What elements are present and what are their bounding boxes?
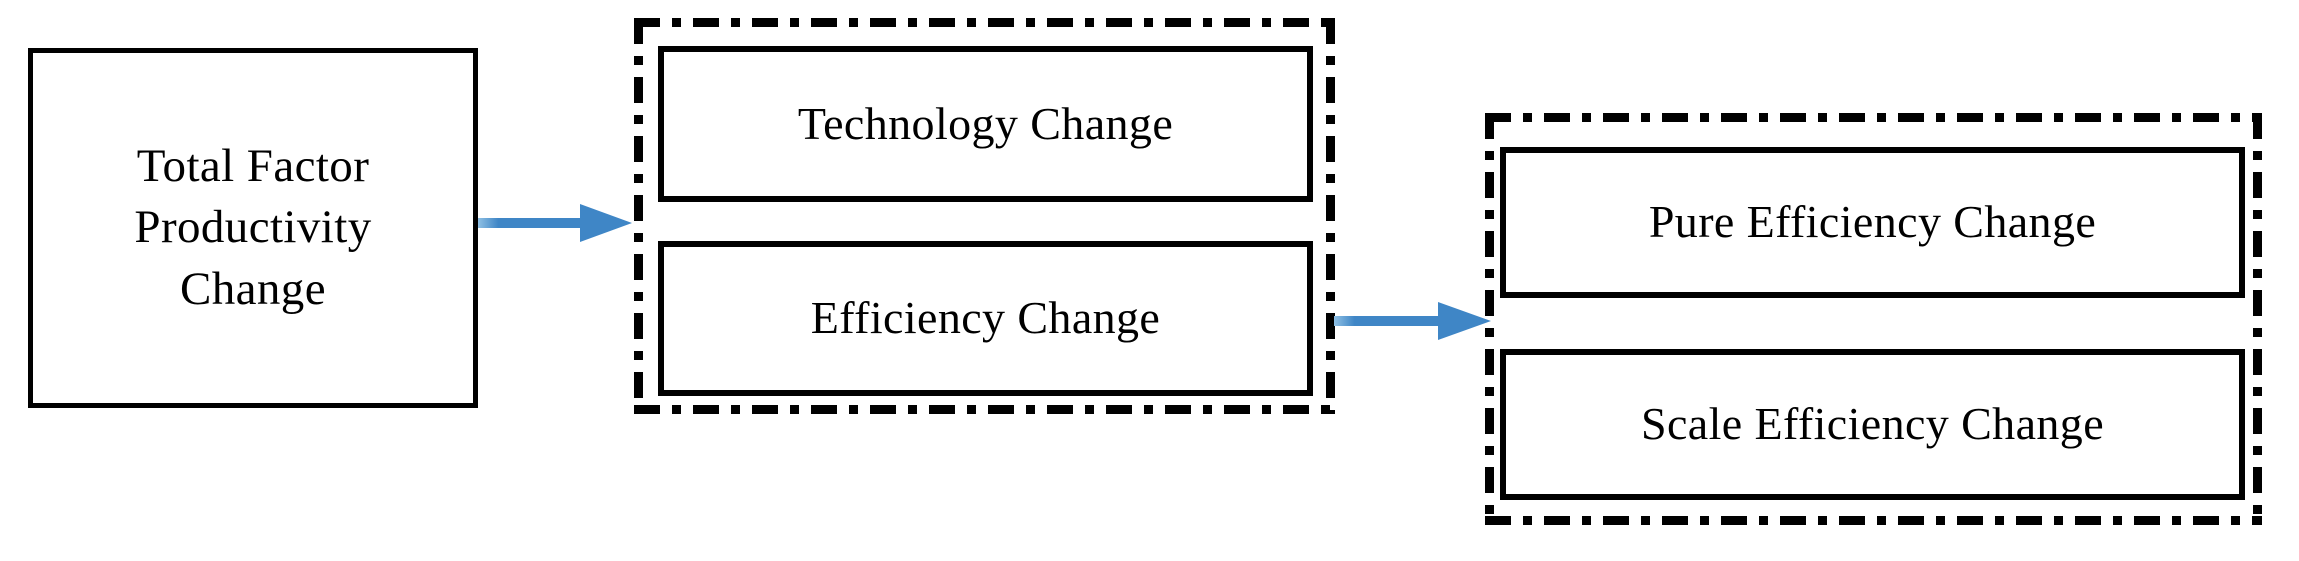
node-label-total-factor-productivity-change: Total Factor Productivity Change <box>134 140 372 315</box>
node-label-efficiency-change: Efficiency Change <box>810 292 1161 344</box>
arrow-root-to-middle-group <box>476 196 638 250</box>
node-pure-efficiency-change[interactable]: Pure Efficiency Change <box>1500 147 2245 298</box>
node-scale-efficiency-change[interactable]: Scale Efficiency Change <box>1500 349 2245 500</box>
node-efficiency-change[interactable]: Efficiency Change <box>658 241 1313 396</box>
node-label-technology-change: Technology Change <box>797 97 1174 149</box>
node-total-factor-productivity-change[interactable]: Total Factor Productivity Change <box>28 48 478 408</box>
node-technology-change[interactable]: Technology Change <box>658 46 1313 202</box>
node-label-scale-efficiency-change: Scale Efficiency Change <box>1640 398 2105 450</box>
node-label-pure-efficiency-change: Pure Efficiency Change <box>1648 196 2097 248</box>
arrow-efficiency-to-right-group <box>1332 294 1497 348</box>
